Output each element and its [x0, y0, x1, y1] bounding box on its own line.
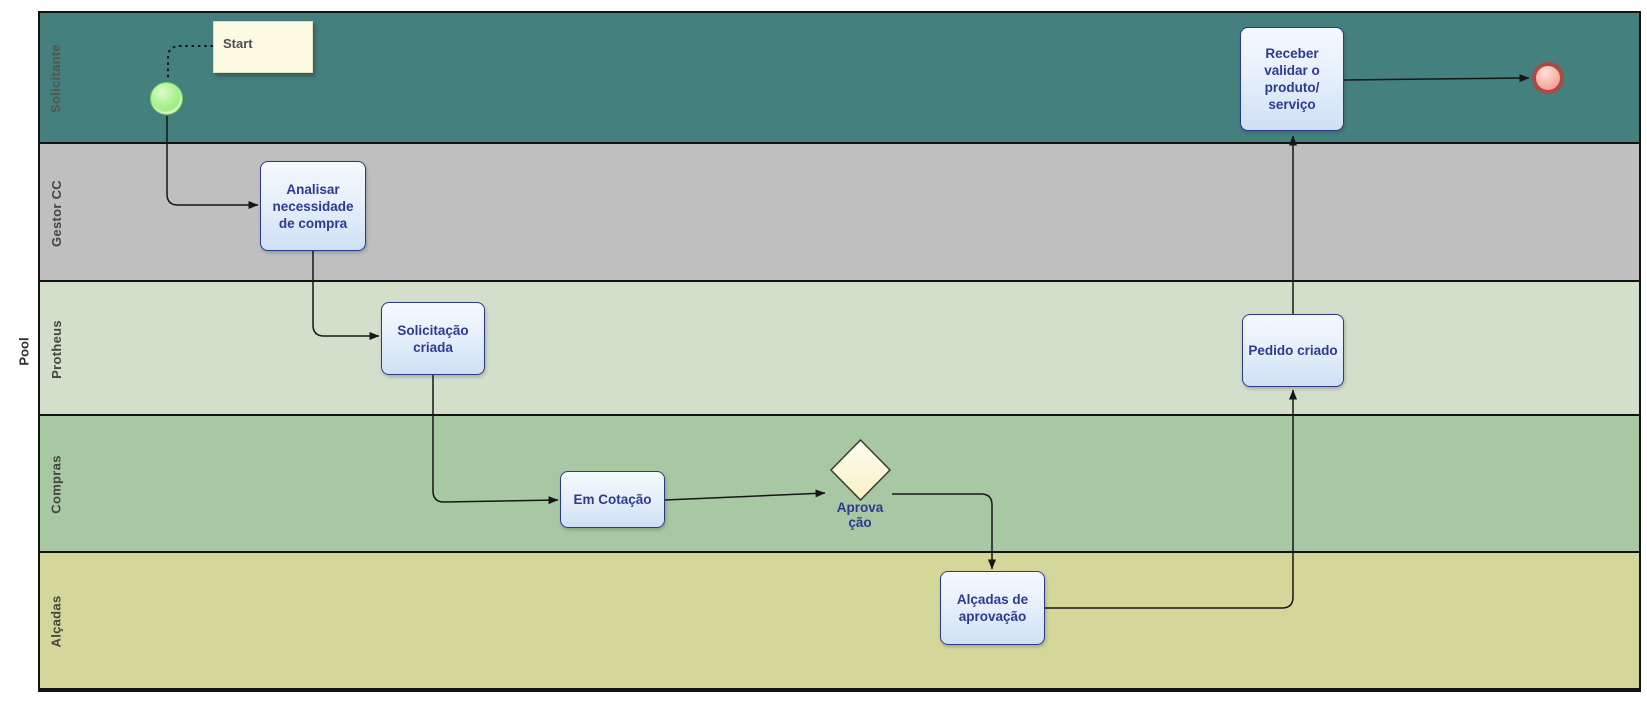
lane-label-protheus: Protheus [40, 282, 72, 416]
task-label: Alçadas de aprovação [956, 592, 1029, 624]
pool-label-column[interactable]: Pool [10, 11, 40, 692]
task-alcadas-aprovacao[interactable]: Alçadas de aprovação [940, 571, 1045, 645]
lane-label-text: Protheus [48, 319, 64, 379]
lane-label-text: Gestor CC [48, 179, 64, 247]
task-label: Analisar necessidade de compra [272, 181, 354, 231]
association-note-to-start[interactable] [167, 45, 213, 80]
lane-label-compras: Compras [40, 416, 72, 553]
pool-border [10, 11, 1641, 692]
lane-protheus[interactable] [40, 282, 1639, 416]
task-label: Em Cotação [573, 492, 652, 507]
lane-label-solicitante: Solicitante [40, 13, 72, 144]
task-pedido-criado[interactable]: Pedido criado [1242, 314, 1344, 387]
flow-receber-to-end[interactable] [1343, 74, 1530, 83]
flow-analisar-to-solicitacao[interactable] [312, 251, 380, 340]
annotation-text: Start [223, 36, 253, 51]
flow-start-to-analisar[interactable] [166, 116, 259, 209]
pool-label: Pool [16, 337, 32, 366]
lane-compras[interactable] [40, 416, 1639, 553]
task-em-cotacao[interactable]: Em Cotação [560, 471, 665, 528]
gateway-aprovacao-diamond[interactable] [829, 438, 892, 502]
task-label: Receber validar o produto/ serviço [1264, 46, 1320, 112]
flow-alcadas-to-pedido[interactable] [1045, 389, 1297, 609]
lane-label-alcadas: Alçadas [40, 553, 72, 690]
lane-alcadas[interactable] [40, 553, 1639, 690]
lane-label-text: Compras [48, 455, 64, 514]
start-event-circle[interactable] [150, 82, 183, 115]
flow-aprovacao-to-alcadas[interactable] [892, 493, 996, 570]
task-analisar-necessidade[interactable]: Analisar necessidade de compra [260, 161, 366, 251]
gateway-aprovacao-label: Aprova ção [836, 500, 884, 530]
task-solicitacao-criada[interactable]: Solicitação criada [381, 302, 485, 375]
task-label: Pedido criado [1248, 343, 1338, 358]
lane-label-text: Alçadas [48, 595, 64, 648]
flow-solicitacao-to-emcotacao[interactable] [432, 375, 559, 505]
flow-emcotacao-to-aprovacao[interactable] [664, 489, 826, 501]
gateway-diamond-shape[interactable] [829, 438, 892, 502]
task-label: Solicitação criada [397, 322, 469, 355]
lane-label-gestor-cc: Gestor CC [40, 144, 72, 282]
lane-label-text: Solicitante [48, 43, 64, 114]
annotation-start-note[interactable]: Start [213, 21, 313, 73]
end-event-circle[interactable] [1532, 62, 1564, 94]
task-receber-validar[interactable]: Receber validar o produto/ serviço [1240, 27, 1344, 131]
